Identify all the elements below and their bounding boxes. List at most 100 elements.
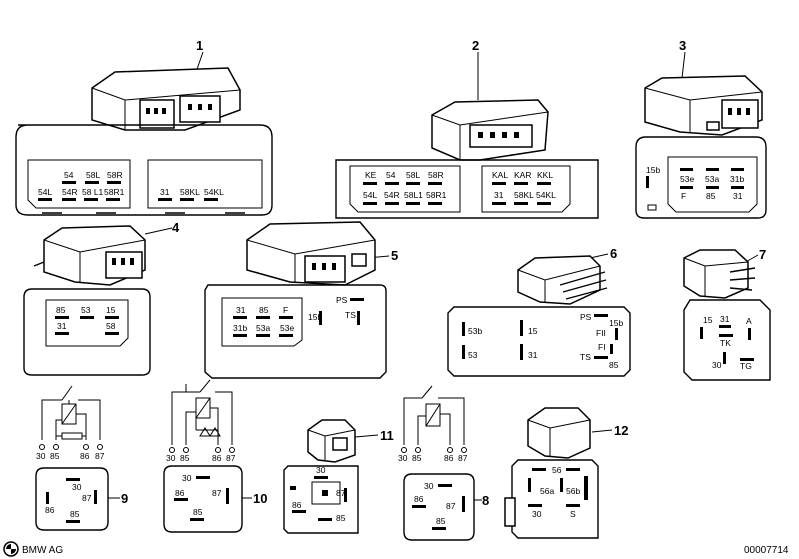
pin-label: F: [681, 191, 686, 201]
pin-label: 54R: [384, 190, 400, 200]
relay-10: 30 86 87 85 10: [163, 465, 267, 533]
pin-label: 87: [95, 451, 105, 461]
pin-label: 30: [398, 453, 408, 463]
pin-label: 56a: [540, 486, 554, 496]
relay-3: 3 15b 53e 53a 31b F 85 31: [635, 38, 767, 219]
pin-label: 53a: [705, 174, 719, 184]
part-number-5: 5: [391, 248, 398, 263]
pin-label: PS: [580, 312, 592, 322]
pin-label: 85: [336, 513, 346, 523]
pin-label: 87: [446, 501, 456, 511]
pin-label: F: [283, 305, 288, 315]
pin-label: 15b: [646, 165, 660, 175]
pin-label: 31: [57, 321, 67, 331]
pin-label: 31b: [730, 174, 744, 184]
brand-label: BMW AG: [22, 545, 63, 556]
pin-label: 58R: [107, 170, 123, 180]
relay-schematic: 30 85 86 87: [36, 385, 105, 461]
pin-label: 15: [106, 305, 116, 315]
pin-label: 53e: [680, 174, 694, 184]
pin-label: 53a: [256, 323, 270, 333]
pin-label: FI: [598, 342, 606, 352]
pin-label: 30: [424, 481, 434, 491]
relay-5: 5 31 85 F 31b 53a 53e 15b PS TS: [204, 221, 398, 379]
pin-label: 53: [468, 350, 478, 360]
part-number-6: 6: [610, 246, 617, 261]
part-number-2: 2: [472, 38, 479, 53]
relay-8: 30 86 87 85 8: [403, 473, 489, 541]
pin-label: TK: [720, 338, 731, 348]
relay-2: 2 KE 54 58L 58R 54L 54R 58L1 58R1 KAL KA…: [335, 38, 599, 219]
pin-label: 58R1: [426, 190, 447, 200]
bmw-logo-icon: [3, 541, 19, 557]
pin-label: 58L1: [404, 190, 423, 200]
pin-label: 31b: [233, 323, 247, 333]
pin-label: 85: [70, 509, 80, 519]
pin-label: PS: [336, 295, 348, 305]
relay-1: 1 54 58L 58R 54L 54R 58 L1 58R1 31 58KL …: [15, 38, 273, 216]
pin-label: 31: [494, 190, 504, 200]
pin-label: 54L: [38, 187, 52, 197]
part-number-3: 3: [679, 38, 686, 53]
pin-label: KKL: [537, 170, 553, 180]
part-number-7: 7: [759, 247, 766, 262]
pin-label: 31: [720, 314, 730, 324]
relay-4: 4 85 53 15 31 58: [23, 220, 180, 376]
pin-label: 86: [80, 451, 90, 461]
pin-label: A: [746, 316, 752, 326]
pin-label: 86: [45, 505, 55, 515]
pin-label: 58KL: [514, 190, 534, 200]
pin-label: 54: [386, 170, 396, 180]
part-number-11: 11: [380, 428, 394, 443]
pin-label: 58: [106, 321, 116, 331]
part-number-1: 1: [196, 38, 203, 53]
pin-label: 86: [175, 488, 185, 498]
pin-label: 15b: [308, 312, 322, 322]
pin-label: 87: [458, 453, 468, 463]
relay-11: 11 30 87 86 85: [283, 419, 394, 534]
footer: BMW AG 00007714: [3, 541, 789, 557]
pin-label: 85: [436, 516, 446, 526]
pin-label: 87: [226, 453, 236, 463]
pin-label: 58L: [86, 170, 100, 180]
pin-label: 54R: [62, 187, 78, 197]
pin-label: 85: [706, 191, 716, 201]
pin-label: 58R1: [104, 187, 125, 197]
pin-label: TS: [345, 310, 356, 320]
part-number-10: 10: [253, 491, 267, 506]
pin-label: 31: [733, 191, 743, 201]
pin-label: KAL: [492, 170, 508, 180]
pin-label: 30: [36, 451, 46, 461]
pin-label: 31: [160, 187, 170, 197]
pin-label: 86: [414, 494, 424, 504]
pin-label: 15: [703, 315, 713, 325]
pin-label: S: [570, 509, 576, 519]
pin-label: 58L: [406, 170, 420, 180]
pin-label: 87: [82, 493, 92, 503]
pin-label: 30: [72, 482, 82, 492]
pin-label: KAR: [514, 170, 531, 180]
relay-9: 30 87 86 85 9: [35, 467, 128, 531]
pin-label: 54: [64, 170, 74, 180]
pin-label: 54KL: [204, 187, 224, 197]
pin-label: 87: [212, 488, 222, 498]
pin-label: 15: [528, 326, 538, 336]
pin-label: 86: [444, 453, 454, 463]
relay-6: 6 53b 53 15 31 PS 15b FII FI TS 85: [447, 246, 631, 377]
pin-label: 58R: [428, 170, 444, 180]
diagram-code: 00007714: [744, 545, 789, 556]
pin-label: 54KL: [536, 190, 556, 200]
pin-label: 53e: [280, 323, 294, 333]
pin-label: 58KL: [180, 187, 200, 197]
pin-label: 31: [236, 305, 246, 315]
pin-label: 53b: [468, 326, 482, 336]
part-number-12: 12: [614, 423, 628, 438]
pin-label: 85: [50, 451, 60, 461]
pin-label: 30: [166, 453, 176, 463]
pin-label: 85: [193, 507, 203, 517]
pin-label: 30: [712, 360, 722, 370]
pin-label: 30: [532, 509, 542, 519]
part-number-8: 8: [482, 493, 489, 508]
pin-label: 85: [259, 305, 269, 315]
